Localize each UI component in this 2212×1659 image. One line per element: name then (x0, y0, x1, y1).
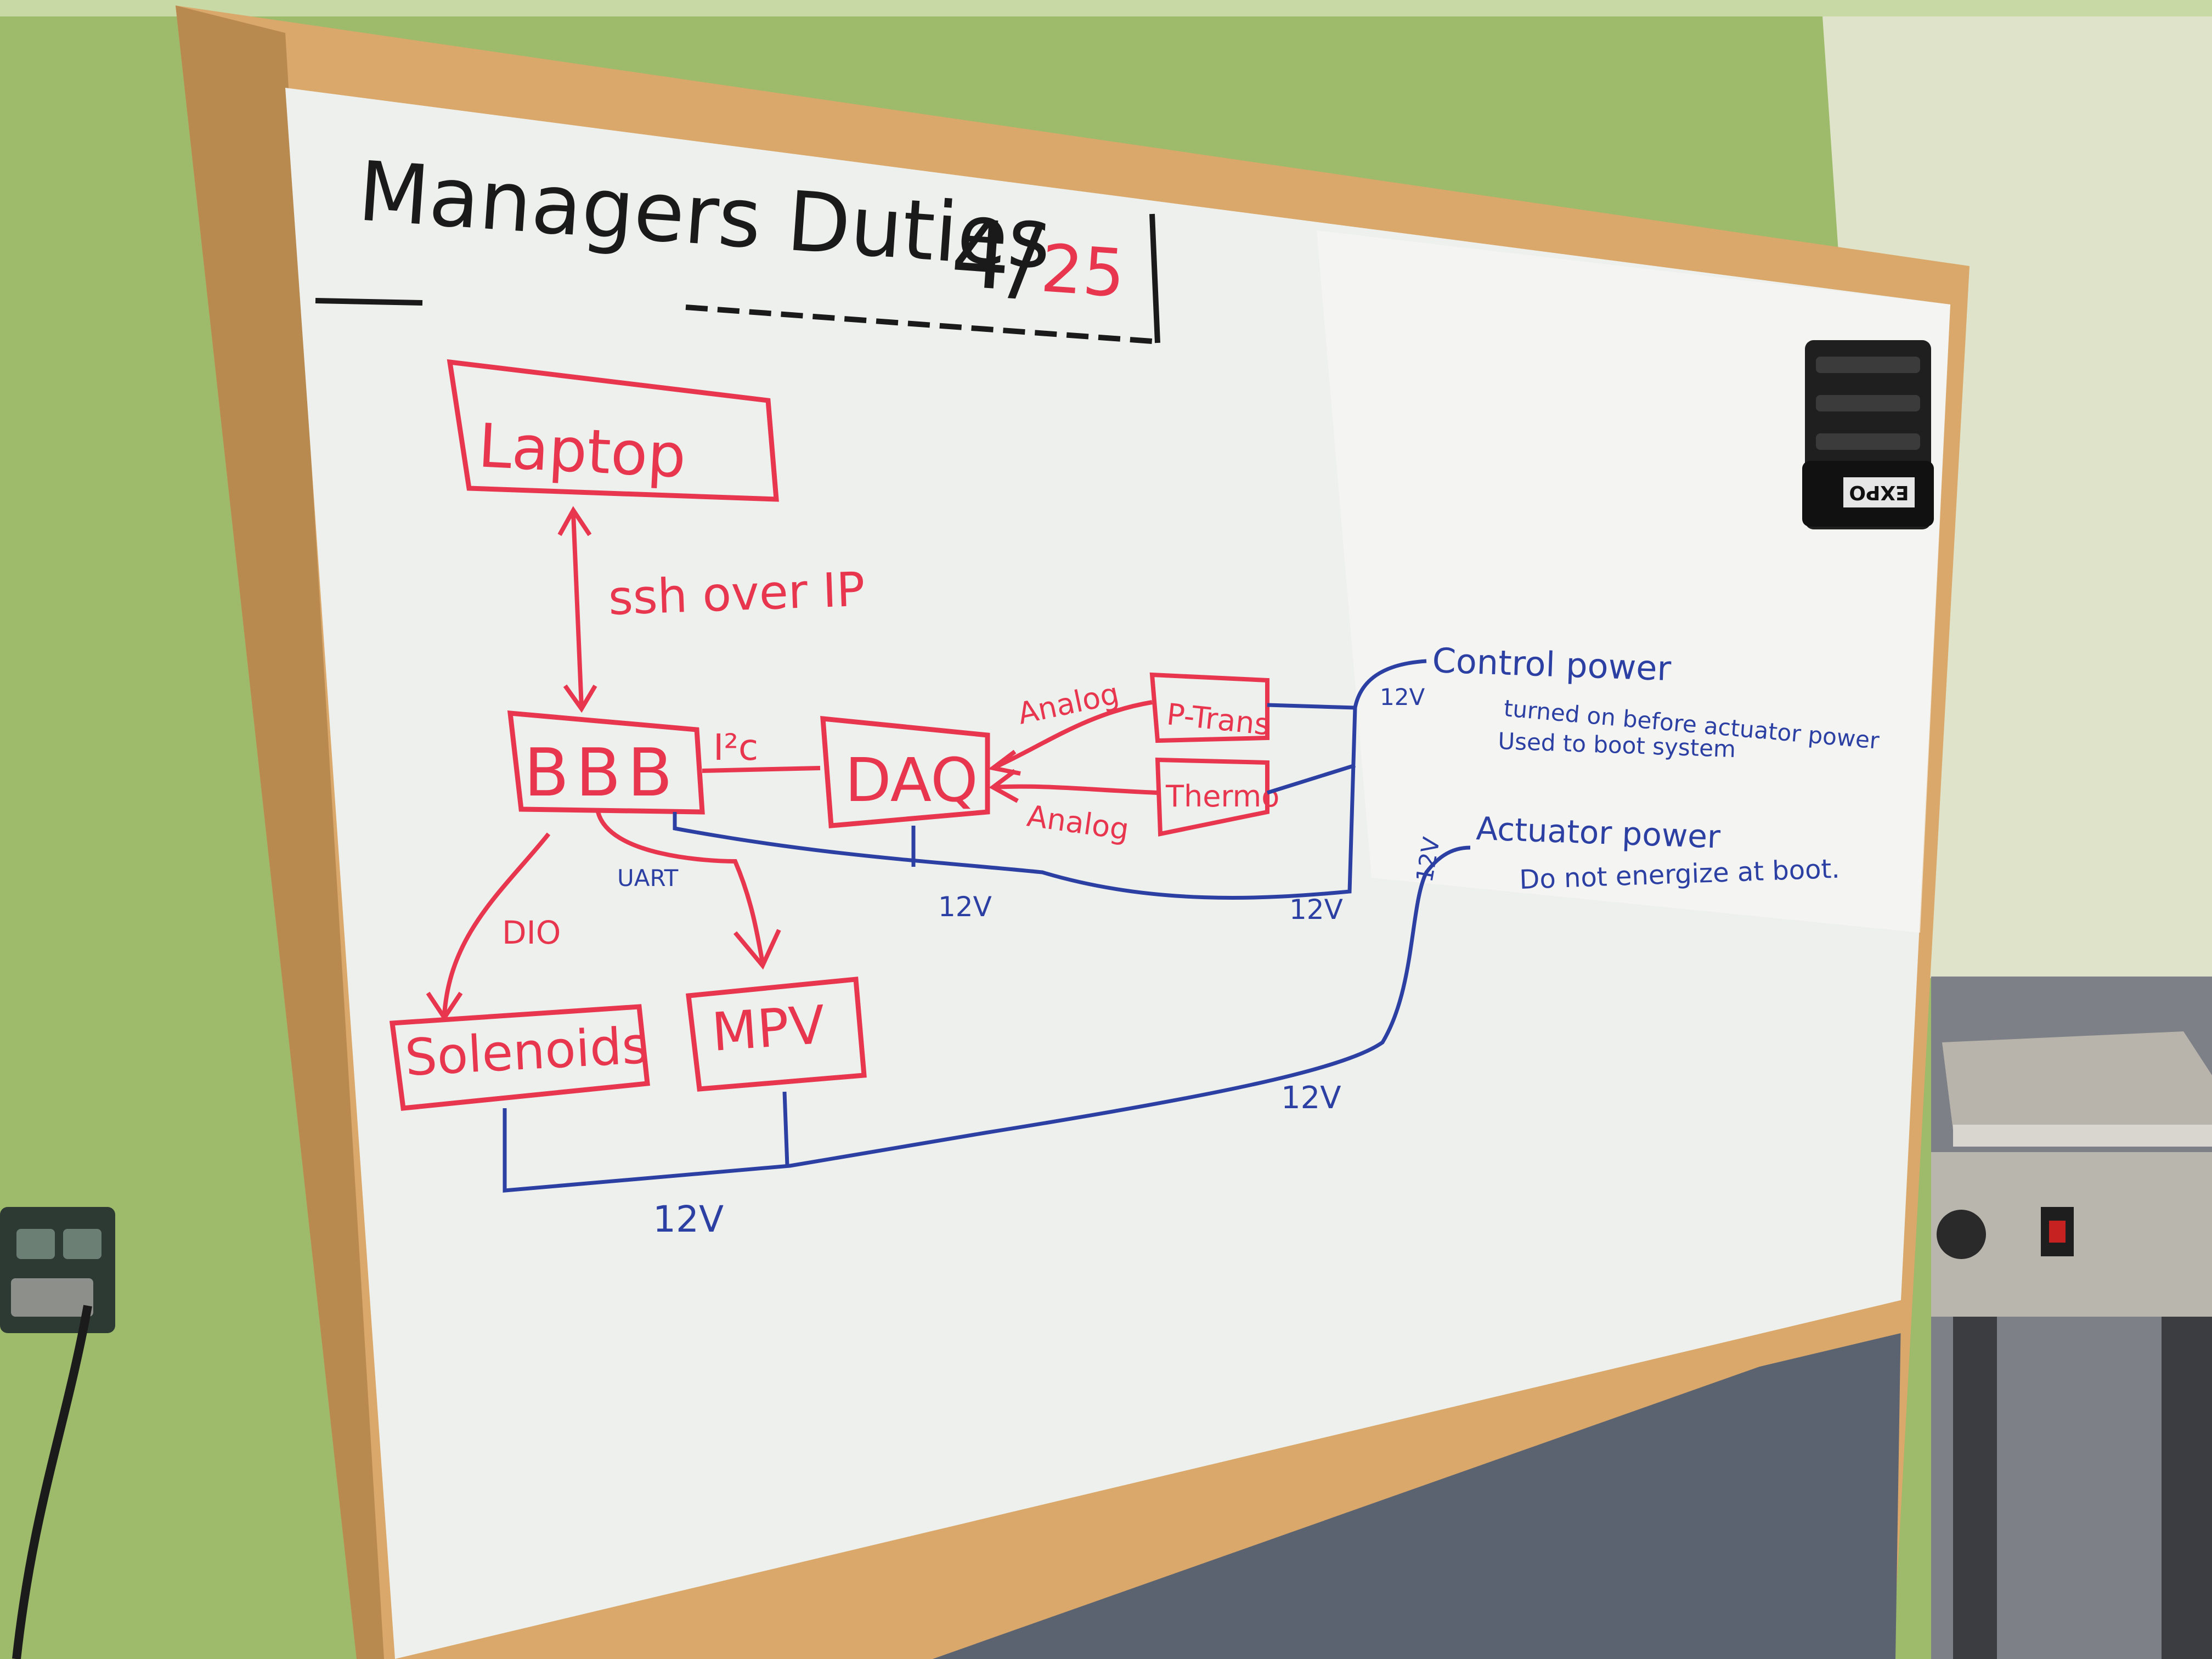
solenoids-arrowhead (426, 991, 463, 1022)
bbb-solenoids-link (442, 832, 551, 1015)
fabric-panel (933, 1317, 1901, 1659)
mpv-power-drop (782, 1091, 789, 1166)
bus-mid-voltage: 12V (1281, 1080, 1341, 1116)
title-vertical-bar (1149, 213, 1160, 343)
expo-brand-label: EXPO (1849, 481, 1909, 504)
solenoids-label: Solenoids (404, 1016, 650, 1087)
i2c-label: I²c (713, 726, 758, 769)
thermo-daq-link (992, 784, 1158, 795)
bus-bottom-voltage: 12V (653, 1198, 724, 1240)
thermo-box: Thermo (1155, 757, 1279, 837)
actuator-power-bus (503, 845, 1471, 1193)
thermo-power (1266, 763, 1356, 795)
frame-bottom-rail (395, 1300, 1901, 1659)
uart-label: UART (617, 865, 679, 891)
laptop-arrowhead (557, 506, 592, 537)
bbb-daq-link (702, 766, 821, 773)
blue-power-wiring (503, 659, 1471, 1193)
frame-shadow (176, 5, 384, 1659)
title-date-day: 25 (1039, 230, 1127, 312)
laptop-box: Laptop (447, 359, 779, 502)
title-underline-right (685, 304, 1153, 344)
title-underline-left (315, 298, 423, 306)
dio-label: DIO (502, 914, 561, 951)
thermo-label: Thermo (1165, 779, 1279, 814)
laptop-label: Laptop (477, 410, 688, 492)
ptrans-daq-link (992, 700, 1153, 770)
title-date-month: 4/ (947, 199, 1046, 314)
daq-box: DAQ (820, 715, 990, 828)
table-saw (1931, 977, 2212, 1659)
ceiling-edge (0, 0, 2212, 16)
control-power-bus (673, 659, 1427, 900)
ptrans-power (1267, 703, 1356, 710)
bbb-box: BBB (507, 710, 705, 815)
whiteboard-glare (1317, 230, 1950, 933)
bbb-label: BBB (524, 735, 679, 811)
actuator-power-title: Actuator power (1476, 810, 1722, 856)
control-power-voltage: 12V (1380, 684, 1425, 710)
ssh-label: ssh over IP (607, 562, 866, 626)
laptop-bbb-link (571, 512, 584, 708)
mpv-arrowhead (733, 929, 781, 970)
mpv-label: MPV (710, 994, 827, 1063)
mpv-box: MPV (685, 977, 867, 1092)
control-power-title: Control power (1431, 640, 1672, 689)
daq-label: DAQ (845, 745, 978, 815)
bus-daq-voltage: 12V (938, 891, 992, 923)
red-connections (426, 506, 1158, 1022)
solenoids-box: Solenoids (389, 1004, 650, 1111)
bbb-arrowhead (563, 684, 597, 713)
expo-marker-holder: EXPO (1802, 340, 1934, 529)
wall-outlet (0, 1207, 115, 1659)
bus-sensors-voltage: 12V (1289, 894, 1343, 926)
bbb-mpv-link (596, 811, 765, 963)
daq-arrowhead-bottom (989, 769, 1019, 803)
